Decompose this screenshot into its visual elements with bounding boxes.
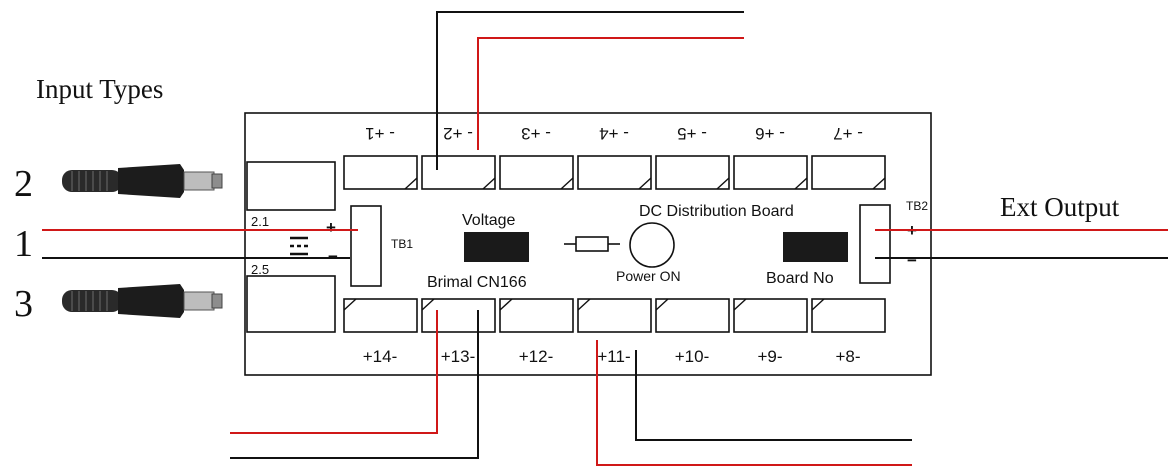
model-label: Brimal CN166 <box>427 274 527 291</box>
terminal-label-bottom-9: +9- <box>757 347 782 366</box>
jack-size-2-5: 2.5 <box>251 262 269 277</box>
terminal-11-negative-wire <box>635 350 912 441</box>
terminal-label-top-4: - +4 <box>599 124 629 143</box>
board-no-label: Board No <box>766 270 834 287</box>
terminal-label-top-2: - +2 <box>443 124 473 143</box>
terminal-block-tb2 <box>859 204 891 284</box>
terminal-label-top-3: - +3 <box>521 124 551 143</box>
jack-size-2-1: 2.1 <box>251 214 269 229</box>
tb1-minus-sign: − <box>328 247 338 266</box>
tb1-plus-sign: + <box>326 218 336 237</box>
terminal-top-4 <box>577 155 652 190</box>
terminal-11-positive-wire <box>596 340 912 466</box>
terminal-top-7 <box>811 155 886 190</box>
jack-socket-2-1 <box>246 161 336 211</box>
board-title: DC Distribution Board <box>639 203 794 220</box>
terminal-2-positive-wire <box>477 37 744 150</box>
bottom-terminal-row <box>343 298 886 333</box>
terminal-bottom-13 <box>421 298 496 333</box>
terminal-bottom-9 <box>733 298 808 333</box>
terminal-label-bottom-14: +14- <box>363 347 398 366</box>
terminal-top-2 <box>421 155 496 190</box>
terminal-top-3 <box>499 155 574 190</box>
board-number-display <box>783 232 848 262</box>
terminal-top-1 <box>343 155 418 190</box>
input-number-1: 1 <box>14 223 33 265</box>
terminal-label-top-7: - +7 <box>833 124 863 143</box>
input-types-label: Input Types <box>36 74 163 104</box>
terminal-bottom-12 <box>499 298 574 333</box>
top-terminal-row <box>343 155 886 190</box>
dc-symbol-icon <box>290 236 308 256</box>
terminal-bottom-10 <box>655 298 730 333</box>
bottom-terminal-labels: +14- +13- +12- +11- +10- +9- +8- <box>363 347 861 366</box>
power-led-icon <box>629 222 675 268</box>
resistor-icon <box>564 236 620 252</box>
terminal-label-bottom-12: +12- <box>519 347 554 366</box>
terminal-label-top-6: - +6 <box>755 124 785 143</box>
tb1-label: TB1 <box>391 237 413 251</box>
input-number-2: 2 <box>14 163 33 205</box>
input-number-3: 3 <box>14 283 33 325</box>
terminal-label-bottom-8: +8- <box>835 347 860 366</box>
top-terminal-labels: - +1 - +2 - +3 - +4 - +5 - +6 - +7 <box>365 124 863 143</box>
dc-jack-plug-icon <box>62 284 223 318</box>
terminal-label-bottom-10: +10- <box>675 347 710 366</box>
dc-jack-plug-icon <box>62 164 223 198</box>
jack-socket-2-5 <box>246 275 336 333</box>
voltage-label: Voltage <box>462 212 515 229</box>
wires <box>42 11 1168 466</box>
voltage-display <box>464 232 529 262</box>
terminal-13-positive-wire <box>230 310 438 434</box>
terminal-2-negative-wire <box>436 11 744 170</box>
power-on-label: Power ON <box>616 268 681 284</box>
terminal-bottom-8 <box>811 298 886 333</box>
terminal-label-bottom-11: +11- <box>597 347 630 366</box>
terminal-label-top-5: - +5 <box>677 124 707 143</box>
terminal-bottom-14 <box>343 298 418 333</box>
tb2-label: TB2 <box>906 199 928 213</box>
terminal-label-top-1: - +1 <box>365 124 395 143</box>
terminal-block-tb1 <box>350 205 382 287</box>
terminal-bottom-11 <box>577 298 652 333</box>
tb2-minus-sign: − <box>907 251 917 270</box>
terminal-top-5 <box>655 155 730 190</box>
terminal-top-6 <box>733 155 808 190</box>
terminal-13-negative-wire <box>230 310 479 459</box>
ext-output-label: Ext Output <box>1000 192 1120 222</box>
terminal-label-bottom-13: +13- <box>441 347 476 366</box>
